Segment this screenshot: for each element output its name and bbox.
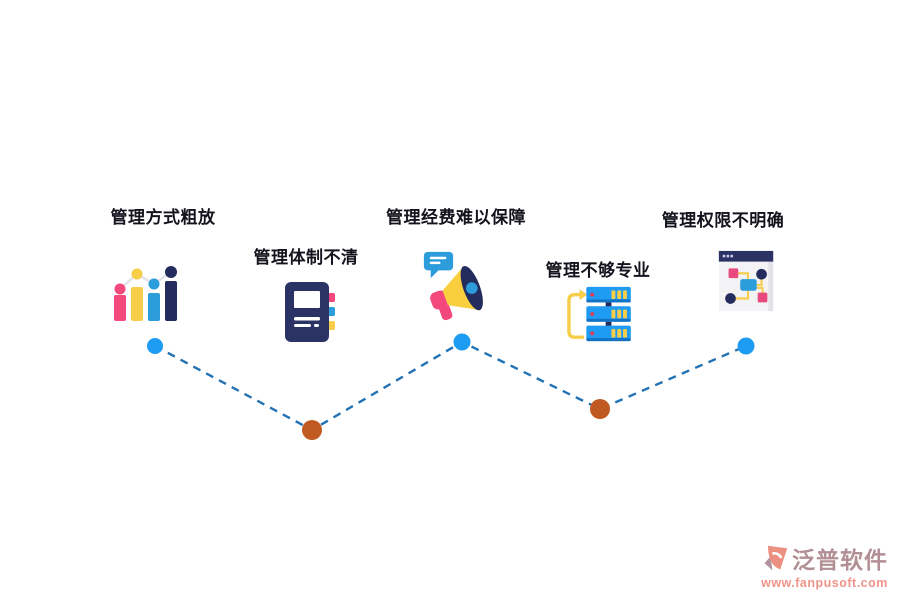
server-row-1 — [586, 286, 631, 303]
browser-flowchart-icon — [716, 249, 778, 320]
megaphone-icon — [420, 248, 494, 327]
item-label-1: 管理方式粗放 — [110, 208, 216, 227]
timeline-node-2 — [302, 420, 322, 440]
server-row-3 — [586, 325, 631, 342]
item-label-5: 管理权限不明确 — [661, 211, 785, 230]
watermark-url: www.fanpusoft.com — [761, 576, 888, 590]
item-label-3: 管理经费难以保障 — [386, 208, 526, 227]
timeline-node-5 — [737, 337, 755, 355]
watermark: 泛普软件 www.fanpusoft.com — [761, 541, 888, 590]
watermark-brand: 泛普软件 — [792, 548, 888, 573]
notebook-icon — [283, 280, 337, 349]
timeline-node-4 — [590, 399, 610, 419]
server-stack-icon — [558, 285, 634, 348]
bar-chart-icon — [112, 265, 180, 328]
timeline-dashed-line — [154, 340, 747, 432]
item-label-4: 管理不够专业 — [545, 261, 651, 280]
timeline-node-3 — [453, 333, 471, 351]
timeline-node-1 — [147, 338, 163, 354]
item-label-2: 管理体制不清 — [253, 248, 359, 267]
speech-bubble — [423, 251, 454, 279]
fanpu-logo-icon — [764, 545, 788, 571]
server-row-2 — [586, 306, 631, 322]
